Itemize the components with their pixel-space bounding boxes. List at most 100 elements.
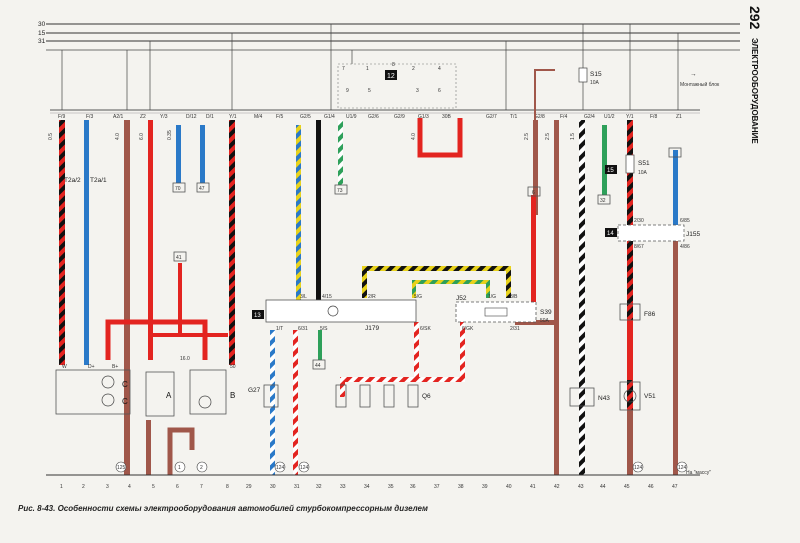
svg-text:1/T: 1/T	[276, 326, 283, 332]
svg-text:Q6: Q6	[422, 393, 431, 400]
top-connectors: F/9 F/3 A2/1 Z2 Y/3 D/12 D/1 Y/1 M/4 F/5…	[58, 114, 682, 120]
svg-text:2: 2	[200, 465, 203, 471]
svg-text:B+: B+	[112, 364, 118, 370]
label-j52: J52	[456, 295, 467, 302]
svg-text:3/L: 3/L	[300, 294, 307, 300]
wire-size-labels: 0.5 4.0 6.0 0.35 4.0 2.5 2.5 1.5 16.0	[48, 130, 576, 362]
grid-numbers: 1 2 3 4 5 6 7 8 29 30 31 32 33 34 35 36 …	[60, 484, 678, 490]
svg-text:D+: D+	[88, 364, 95, 370]
svg-text:6: 6	[176, 484, 179, 490]
svg-text:T2a/1: T2a/1	[90, 177, 107, 184]
section-title: ЭЛЕКТРООБОРУДОВАНИЕ	[750, 38, 759, 144]
svg-text:C: C	[122, 380, 128, 389]
svg-text:41: 41	[530, 484, 536, 490]
svg-text:14: 14	[607, 231, 614, 237]
svg-text:124: 124	[300, 465, 309, 471]
svg-text:46: 46	[648, 484, 654, 490]
svg-text:G27: G27	[248, 387, 261, 394]
svg-text:A: A	[166, 391, 172, 400]
svg-text:43: 43	[578, 484, 584, 490]
svg-text:124: 124	[276, 465, 285, 471]
svg-text:G1/3: G1/3	[418, 114, 429, 120]
svg-text:38: 38	[458, 484, 464, 490]
svg-text:F/5: F/5	[276, 114, 283, 120]
svg-text:7: 7	[200, 484, 203, 490]
generator: W D+ B+ C C	[55, 364, 131, 415]
svg-text:39: 39	[482, 484, 488, 490]
svg-text:36: 36	[410, 484, 416, 490]
svg-text:1/G: 1/G	[488, 294, 496, 300]
svg-text:1.5: 1.5	[570, 133, 576, 140]
svg-text:A2/1: A2/1	[113, 114, 124, 120]
svg-text:29: 29	[246, 484, 252, 490]
svg-text:1: 1	[178, 465, 181, 471]
svg-text:6.0: 6.0	[139, 133, 145, 140]
svg-text:47: 47	[672, 484, 678, 490]
fuse-s15: S15 10A	[578, 67, 602, 86]
svg-text:G2/6: G2/6	[368, 114, 379, 120]
svg-text:G2/4: G2/4	[584, 114, 595, 120]
svg-text:Y/1: Y/1	[626, 114, 634, 120]
svg-text:7: 7	[342, 66, 345, 72]
svg-text:S51: S51	[638, 160, 650, 167]
svg-text:41: 41	[176, 255, 182, 261]
relay-j52: J52 1/G 5/G 3/B 6/GK 2/31 S39 50A	[414, 294, 552, 332]
svg-text:6: 6	[438, 88, 441, 94]
svg-text:8: 8	[226, 484, 229, 490]
svg-text:35: 35	[388, 484, 394, 490]
tag-boxes: 70 47 73 41 44 32 6 15 14 13	[172, 147, 682, 370]
svg-text:2: 2	[412, 66, 415, 72]
svg-text:F/3: F/3	[86, 114, 93, 120]
relay-tag-12	[385, 70, 397, 80]
svg-text:8/67: 8/67	[634, 244, 644, 250]
svg-text:31: 31	[294, 484, 300, 490]
svg-text:70: 70	[175, 186, 181, 192]
svg-text:G2/5: G2/5	[300, 114, 311, 120]
component-b: B 50	[189, 364, 236, 415]
svg-text:5/G: 5/G	[414, 294, 422, 300]
svg-text:3: 3	[106, 484, 109, 490]
svg-text:F/4: F/4	[560, 114, 567, 120]
svg-text:F86: F86	[644, 311, 656, 318]
sensor-f86: F86	[619, 303, 656, 321]
svg-text:124: 124	[634, 465, 643, 471]
svg-text:T2a/2: T2a/2	[64, 177, 81, 184]
svg-text:34: 34	[364, 484, 370, 490]
svg-text:U1/9: U1/9	[346, 114, 357, 120]
svg-text:32: 32	[600, 198, 606, 204]
svg-text:13: 13	[254, 313, 261, 319]
fuse-s51: S51 10A	[625, 154, 650, 176]
svg-text:1: 1	[60, 484, 63, 490]
svg-text:B: B	[230, 391, 235, 400]
ground-label: На "массу"	[686, 470, 711, 476]
svg-text:5: 5	[152, 484, 155, 490]
wires	[59, 69, 678, 475]
svg-text:Y/3: Y/3	[160, 114, 168, 120]
relay-j179: J179 3/L 4/15 2/R 1/T 6/31 5/S 6/SK	[265, 294, 432, 332]
svg-text:G2/9: G2/9	[394, 114, 405, 120]
svg-text:V51: V51	[644, 393, 656, 400]
sensor-g27: G27	[248, 384, 279, 408]
svg-text:30B: 30B	[442, 114, 452, 120]
relay-block-12: 12 7 1 8 2 4 9 5 3 6	[337, 62, 457, 109]
svg-text:42: 42	[554, 484, 560, 490]
svg-text:4/15: 4/15	[322, 294, 332, 300]
svg-text:G1/4: G1/4	[324, 114, 335, 120]
svg-text:4: 4	[438, 66, 441, 72]
svg-text:124: 124	[678, 465, 687, 471]
valve-n43: N43	[569, 387, 610, 407]
svg-text:37: 37	[434, 484, 440, 490]
svg-text:2/R: 2/R	[368, 294, 376, 300]
svg-text:3: 3	[416, 88, 419, 94]
svg-text:10A: 10A	[590, 80, 600, 86]
svg-text:16.0: 16.0	[180, 356, 190, 362]
svg-text:0.35: 0.35	[167, 130, 173, 140]
svg-text:2.5: 2.5	[545, 133, 551, 140]
page-number: 292	[747, 6, 763, 30]
svg-text:Z2: Z2	[140, 114, 146, 120]
svg-text:2/31: 2/31	[510, 326, 520, 332]
svg-text:2.5: 2.5	[524, 133, 530, 140]
svg-text:12: 12	[387, 73, 395, 80]
svg-text:5/S: 5/S	[320, 326, 328, 332]
